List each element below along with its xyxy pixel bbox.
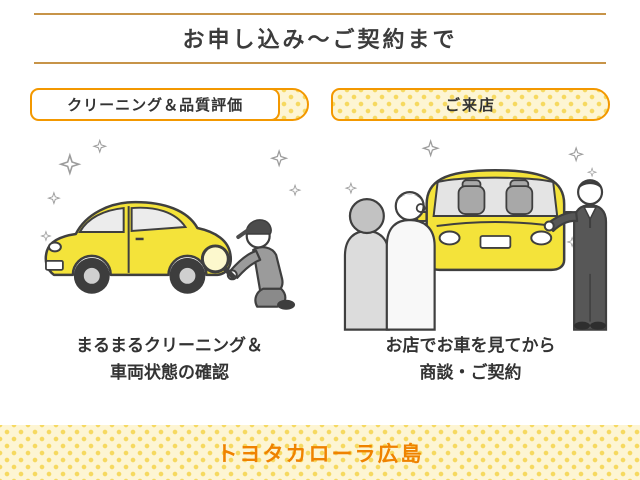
magnifier-icon (200, 244, 237, 280)
steps-row: クリーニング＆品質評価 (0, 64, 640, 425)
visit-label: ご来店 (444, 96, 496, 114)
cleaning-caption: まるまるクリーニング＆ 車両状態の確認 (76, 333, 263, 387)
cleaning-illustration-svg (41, 139, 301, 310)
cleaning-label-ribbon: クリーニング＆品質評価 (30, 88, 309, 121)
visit-illustration (331, 123, 610, 331)
page-title: お申し込み〜ご契約まで (182, 28, 458, 53)
yellow-car-front (415, 168, 576, 272)
header-rule-bottom (34, 62, 606, 64)
customer-couple (343, 191, 436, 331)
mechanic-figure (200, 219, 296, 310)
header: お申し込み〜ご契約まで (0, 0, 640, 64)
salesman-figure (543, 179, 608, 331)
cleaning-caption-line1: まるまるクリーニング＆ (76, 336, 263, 356)
car-seats (457, 179, 534, 215)
visit-illustration-svg (343, 140, 608, 331)
brand-name: トヨタカローラ広島 (216, 441, 424, 466)
cleaning-caption-line2: 車両状態の確認 (110, 363, 229, 384)
footer-band: トヨタカローラ広島 (0, 425, 640, 480)
header-rule-top (34, 13, 606, 15)
glasses-icon (415, 203, 426, 213)
visit-label-ribbon: ご来店 (331, 88, 610, 121)
panel-visit: ご来店 (331, 88, 610, 425)
visit-caption-line1: お店でお車を見てから (385, 336, 556, 356)
panel-cleaning: クリーニング＆品質評価 (30, 88, 309, 425)
cleaning-label: クリーニング＆品質評価 (32, 90, 281, 119)
visit-caption-line2: 商談・ご契約 (419, 363, 522, 384)
cleaning-illustration (30, 123, 309, 331)
visit-caption: お店でお車を見てから 商談・ご契約 (386, 333, 556, 387)
yellow-car-side (44, 200, 232, 294)
